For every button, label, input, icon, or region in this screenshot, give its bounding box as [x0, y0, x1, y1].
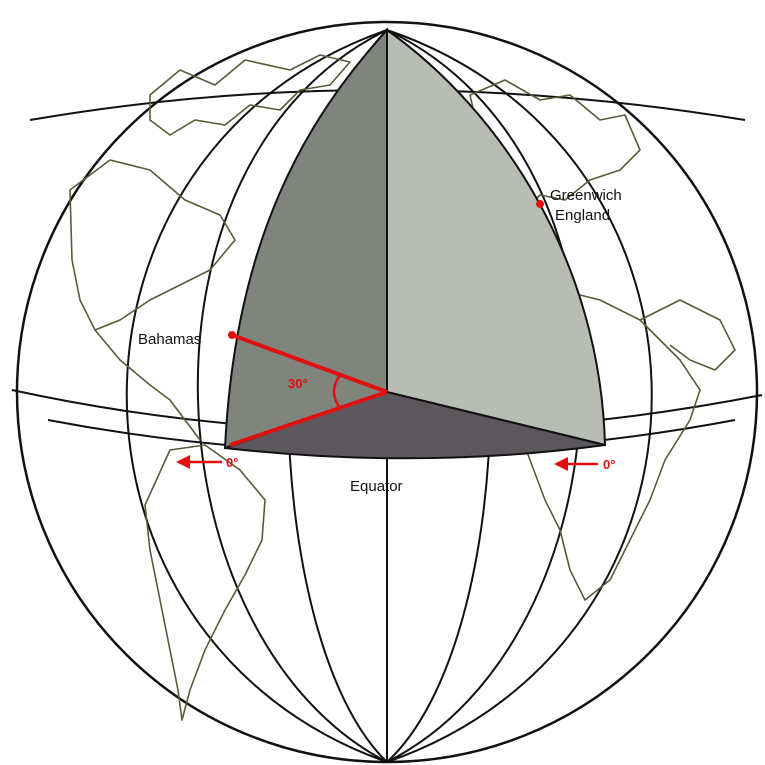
label-longitude-left: 0° — [226, 455, 238, 470]
label-england: England — [555, 207, 610, 224]
arrow-left-head — [176, 455, 190, 469]
coastline-south-america — [144, 444, 266, 721]
wedge-base — [224, 390, 606, 460]
wedge-face-right — [386, 28, 607, 447]
wedge-face-left — [223, 27, 388, 450]
coastline-arabia — [639, 299, 736, 371]
arrow-right-head — [554, 457, 568, 471]
coastline-central-america — [94, 329, 201, 441]
coastlines — [69, 54, 736, 721]
coastline-north-america — [69, 159, 236, 331]
radius-to-point — [231, 333, 388, 394]
meridian-line — [125, 29, 388, 763]
label-longitude-right: 0° — [603, 457, 615, 472]
label-equator: Equator — [350, 478, 403, 495]
greenwich-marker — [536, 200, 544, 208]
label-bahamas: Bahamas — [138, 331, 201, 348]
label-latitude-angle: 30° — [288, 376, 308, 391]
label-greenwich: Greenwich — [550, 187, 622, 204]
radius-to-equator — [229, 390, 388, 447]
meridian-line — [196, 29, 388, 763]
latitude-angle — [228, 200, 544, 447]
longitude-arrows — [176, 455, 598, 471]
wedge-cutaway — [223, 27, 607, 460]
angle-arc — [332, 374, 342, 409]
coastline-north — [149, 54, 351, 136]
meridian-line — [386, 29, 653, 763]
point-marker — [228, 331, 236, 339]
